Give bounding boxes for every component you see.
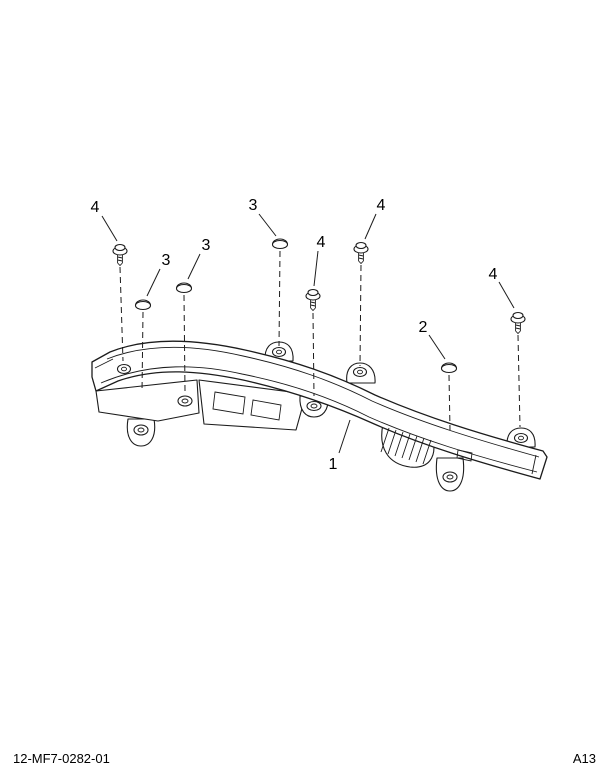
bolt-icon: [510, 311, 526, 335]
callout-layer: 4 3 4 3 3 4 4 2 1: [91, 197, 526, 473]
callout-leader-line: [258, 213, 277, 237]
callout-leader-line: [101, 215, 118, 242]
bolt-icon: [353, 241, 369, 265]
fastener-alignment-dashed-line: [448, 374, 451, 431]
bolt-icon: [112, 243, 128, 267]
callout-leader-line: [187, 253, 201, 280]
callout-number: 3: [249, 197, 258, 214]
mounting-holes: [116, 346, 529, 483]
callout-number: 4: [377, 197, 386, 214]
callout-leader-line: [146, 268, 161, 297]
callout-leader-line: [364, 213, 377, 240]
bracket-detail-lines: [94, 346, 540, 475]
callout-number: 3: [202, 237, 211, 254]
fastener-alignment-dashed-line: [183, 294, 186, 392]
clip-icon: [175, 282, 193, 294]
fastener-alignment-dashed-line: [517, 334, 521, 428]
callout-number: 3: [162, 252, 171, 269]
clip-icon: [134, 299, 152, 311]
bracket-cutouts: [212, 391, 473, 462]
callout-leader-line: [313, 250, 319, 287]
callout-leader-line: [338, 419, 351, 454]
fastener-alignment-dashed-line: [359, 264, 362, 367]
loom-ribs: [380, 427, 432, 465]
callout-number: 4: [317, 234, 326, 251]
callout-leader-line: [498, 281, 515, 309]
callout-leader-line: [428, 334, 446, 360]
callout-number: 2: [419, 319, 428, 336]
bracket-part: [91, 340, 548, 492]
fastener-alignment-dashed-line: [312, 312, 315, 397]
clip-icon: [271, 238, 289, 250]
fastener-alignment-dashed-line: [119, 266, 124, 362]
fastener-alignment-dashed-line: [141, 311, 144, 393]
bolt-icon: [305, 288, 321, 312]
callout-number: 4: [489, 266, 498, 283]
callout-number: 4: [91, 199, 100, 216]
callout-number: 1: [329, 456, 338, 473]
page-code: A13: [572, 751, 596, 766]
clip-icon: [440, 362, 458, 374]
fastener-alignment-dashed-line: [278, 250, 281, 347]
document-number: 12-MF7-0282-01: [13, 751, 110, 766]
bracket-body: [91, 340, 548, 480]
